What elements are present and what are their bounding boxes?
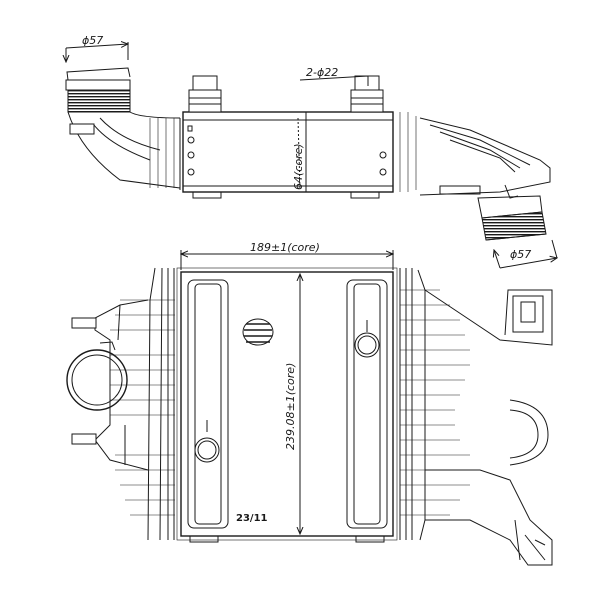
- inlet-hose-top: [65, 67, 181, 190]
- fins-right: [399, 268, 480, 541]
- core-depth-label: 64(core): [292, 143, 305, 190]
- outlet-diameter-label: ϕ57: [510, 248, 531, 261]
- fin-stack-top: [149, 112, 417, 192]
- mount-holes-label: 2-ϕ22: [306, 66, 338, 79]
- tube-channel-left: [187, 279, 229, 529]
- inlet-port-front: [66, 349, 128, 411]
- core-top-view: [182, 111, 394, 193]
- core-height-label: 239.08±1(core): [284, 363, 297, 450]
- mount-boss-left: [188, 75, 222, 113]
- outlet-hose-top: [477, 195, 547, 241]
- mount-boss-right: [350, 75, 384, 113]
- outlet-tank-top: [419, 117, 551, 199]
- core-width-label: 189±1(core): [250, 241, 320, 254]
- tube-channel-right: [346, 279, 388, 529]
- core-front-view: [180, 271, 394, 537]
- right-tank-front: [424, 289, 553, 566]
- front-view: 189±1(core) 239.08±1(core): [66, 241, 553, 566]
- inlet-diameter-label: ϕ57: [82, 34, 103, 47]
- top-view: ϕ57 2-ϕ22 64(core) ϕ57: [65, 34, 557, 269]
- vent-slots: [242, 318, 274, 346]
- left-tank-front: [66, 299, 149, 471]
- part-label: 23/11: [236, 513, 268, 524]
